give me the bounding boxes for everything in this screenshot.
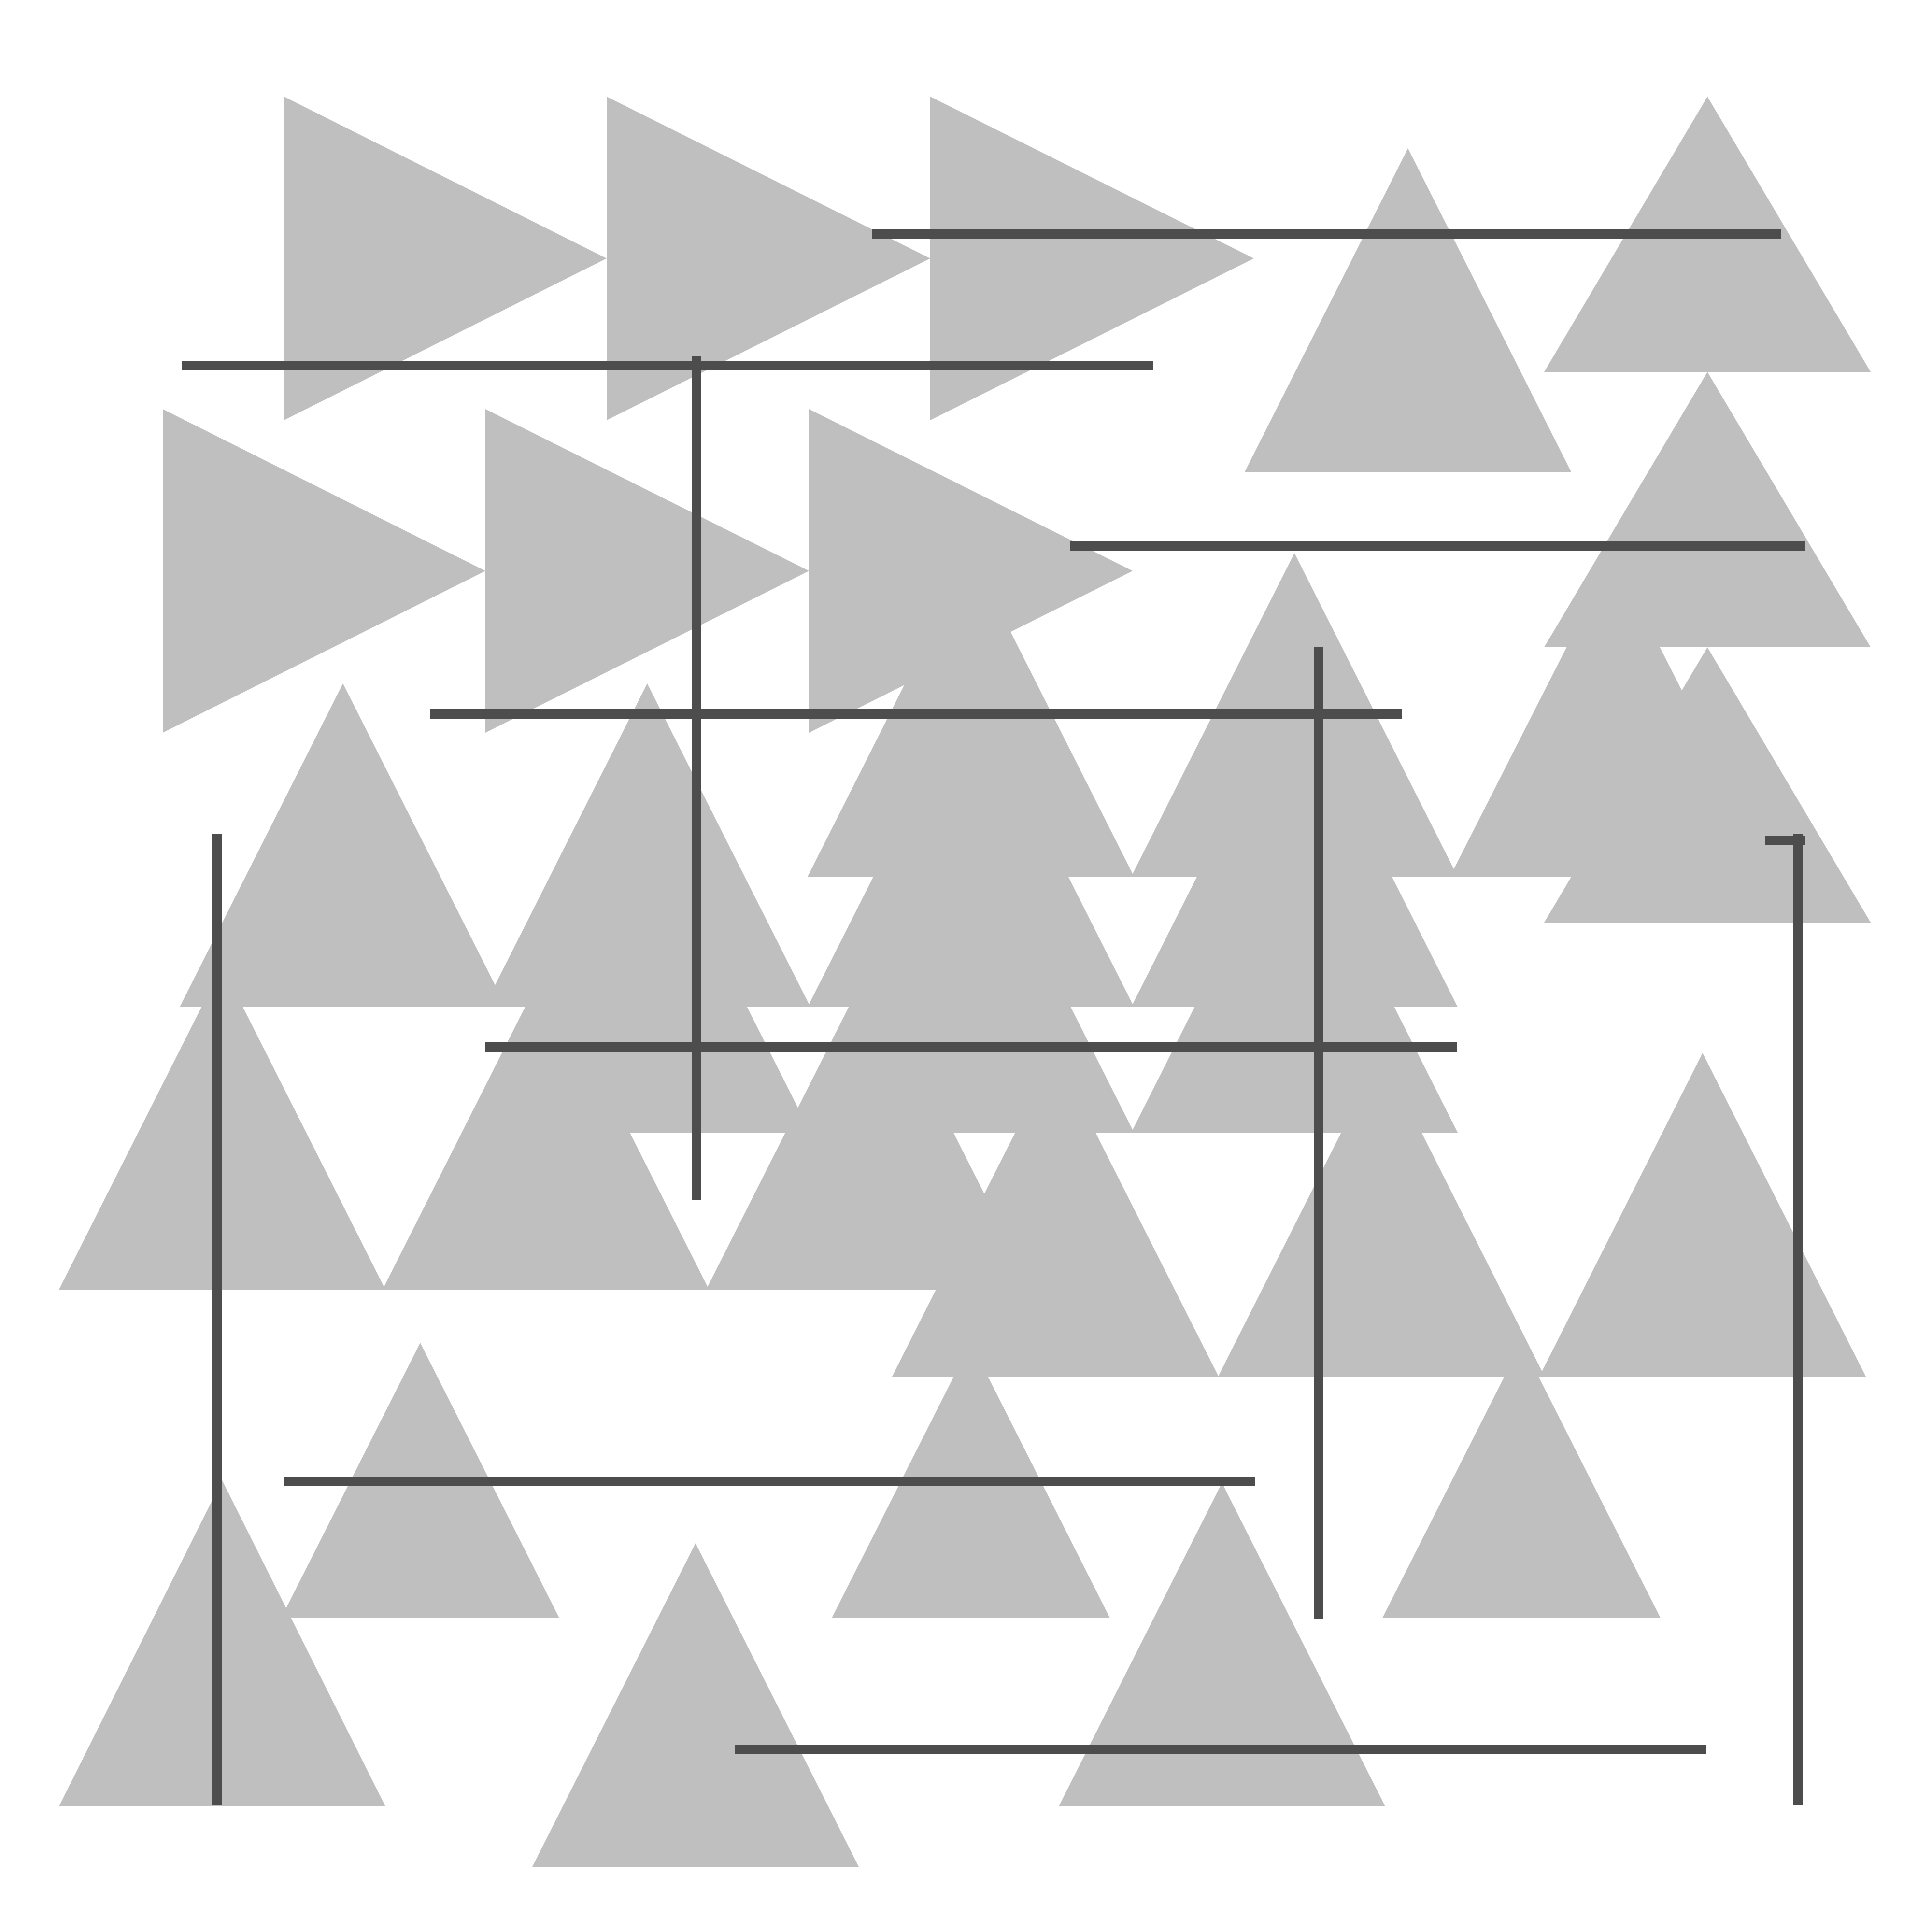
triangle-up bbox=[1218, 1053, 1545, 1377]
triangle-up bbox=[59, 1480, 385, 1806]
triangle-up bbox=[383, 966, 709, 1290]
line-layer bbox=[182, 229, 1805, 1805]
triangle-up bbox=[484, 683, 810, 1007]
triangle-up bbox=[706, 966, 1033, 1290]
triangle-up bbox=[180, 683, 506, 1007]
triangle-up bbox=[1539, 1053, 1866, 1377]
triangle-right bbox=[284, 97, 607, 420]
triangle-up bbox=[892, 1053, 1219, 1377]
triangle-right bbox=[809, 409, 1133, 733]
triangle-up bbox=[1245, 148, 1571, 472]
triangle-right bbox=[930, 97, 1254, 420]
triangle-up bbox=[59, 966, 385, 1290]
triangle-right bbox=[485, 409, 809, 733]
triangle-up bbox=[808, 683, 1134, 1007]
triangle-up bbox=[1059, 1483, 1385, 1806]
triangle-up bbox=[1450, 555, 1776, 877]
triangle-right bbox=[163, 409, 485, 733]
triangle-up bbox=[1544, 372, 1871, 647]
triangle-right bbox=[607, 97, 930, 420]
triangle-up bbox=[532, 1543, 859, 1867]
triangle-up bbox=[1131, 683, 1458, 1007]
triangle-up bbox=[1382, 1343, 1661, 1618]
